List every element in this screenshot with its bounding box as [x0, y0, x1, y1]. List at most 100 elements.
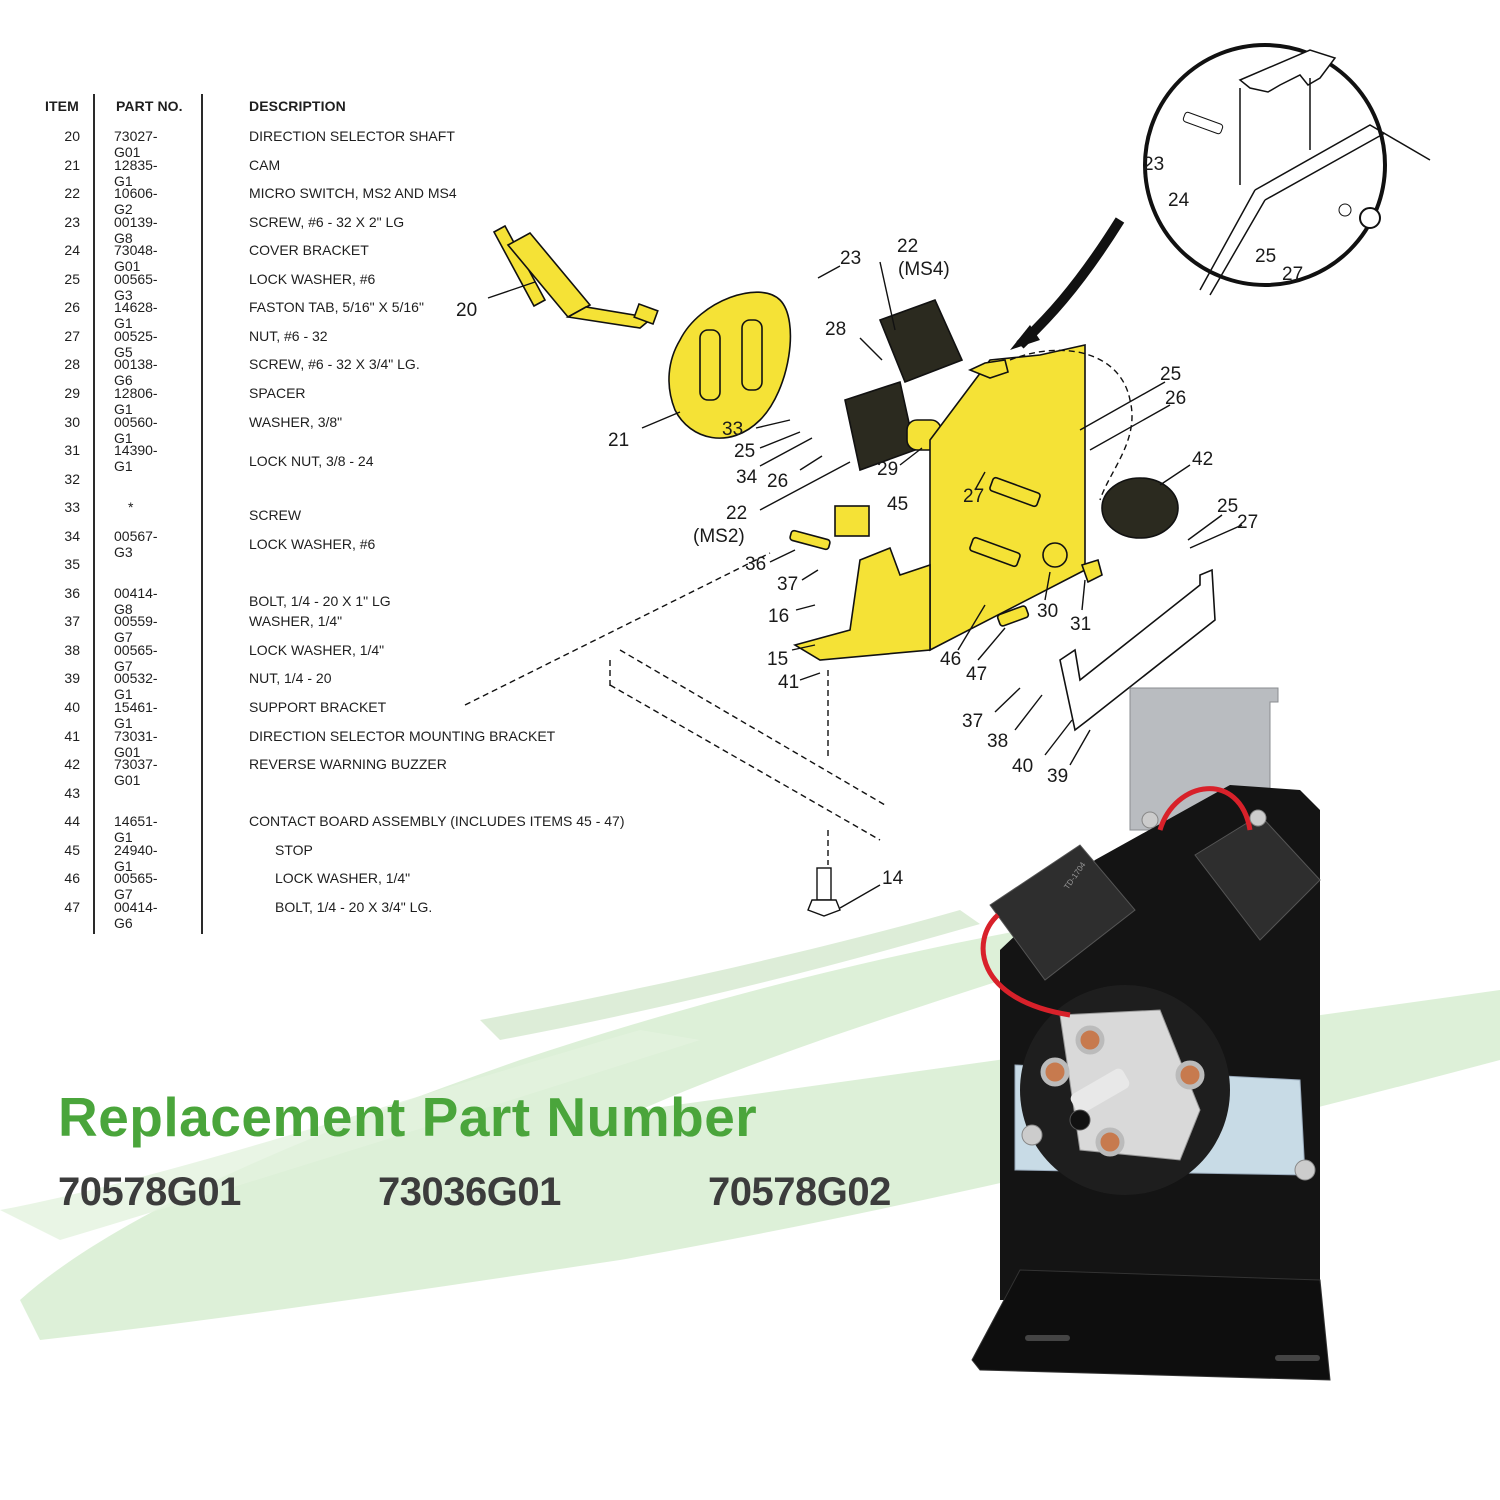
callout-39: 39	[1047, 766, 1068, 787]
item-number: 34	[64, 527, 80, 544]
part-description: WASHER, 1/4"	[249, 613, 343, 630]
item-number: 24	[64, 242, 80, 259]
item-number: 43	[64, 784, 80, 801]
part-number: *	[128, 499, 134, 516]
part-description: COVER BRACKET	[249, 242, 369, 259]
item-number: 35	[64, 556, 80, 573]
part-description: FASTON TAB, 5/16" X 5/16"	[249, 299, 424, 316]
callout-40: 40	[1012, 756, 1033, 777]
part-number: 14628-G1	[114, 299, 158, 332]
part-description: BOLT, 1/4 - 20 X 3/4" LG.	[275, 898, 433, 915]
part-description: LOCK WASHER, #6	[249, 535, 376, 552]
callout-26: 26	[767, 471, 788, 492]
stop-block	[834, 505, 870, 537]
item-number: 31	[64, 442, 80, 459]
callout-27: 27	[1237, 512, 1258, 533]
part-number: 00139-G8	[114, 213, 158, 246]
part-number: 12806-G1	[114, 384, 158, 417]
red-wire	[980, 913, 1071, 1018]
part-number: 14390-G1	[114, 442, 158, 475]
replacement-part-number: 73036G01	[378, 1170, 561, 1214]
part-description: SCREW, #6 - 32 X 2" LG	[249, 213, 405, 230]
item-number: 29	[64, 384, 80, 401]
item-number: 41	[64, 727, 80, 744]
part-number: 73027-G01	[114, 128, 158, 160]
inset-callout-24: 24	[1168, 190, 1190, 211]
selector-shaft	[1070, 1068, 1130, 1114]
part-description: NUT, 1/4 - 20	[249, 670, 332, 687]
mounting-bracket	[792, 546, 931, 661]
part-description: SUPPORT BRACKET	[249, 699, 387, 715]
arrow-icon	[1010, 325, 1040, 350]
bolt-14	[807, 867, 841, 917]
item-number: 46	[64, 870, 80, 887]
item-number: 23	[64, 213, 80, 230]
callout-37: 37	[962, 711, 983, 732]
column-divider	[201, 94, 203, 934]
inset-callout-25: 25	[1255, 246, 1276, 267]
header-description: DESCRIPTION	[249, 98, 346, 114]
column-divider	[93, 94, 95, 934]
item-number: 36	[64, 584, 80, 601]
item-number: 27	[64, 327, 80, 344]
direction-selector-shaft	[492, 224, 659, 329]
micro-switch-ms2	[844, 380, 916, 472]
callout-30: 30	[1037, 601, 1058, 622]
replacement-part-number: 70578G01	[58, 1170, 241, 1214]
part-number: 15461-G1	[114, 699, 158, 731]
item-number: 39	[64, 670, 80, 687]
item-number: 37	[64, 613, 80, 630]
callout-41: 41	[778, 672, 799, 693]
part-number: 73031-G01	[114, 727, 158, 760]
item-number: 22	[64, 185, 80, 202]
part-number: 00565-G3	[114, 270, 158, 303]
frame-dashed-lines	[464, 349, 1133, 865]
callout-47: 47	[966, 664, 987, 685]
callout-42: 42	[1192, 449, 1213, 470]
callout-36: 36	[745, 554, 766, 575]
item-number: 32	[64, 470, 80, 487]
callout-38: 38	[987, 731, 1008, 752]
part-number: 73037-G01	[114, 756, 158, 789]
item-number: 25	[64, 270, 80, 287]
part-description: LOCK WASHER, 1/4"	[275, 870, 411, 887]
part-number: 00414-G8	[114, 584, 158, 617]
replacement-part-number-heading: Replacement Part Number	[58, 1086, 758, 1148]
micro-switch-ms4	[878, 298, 964, 384]
callout-31: 31	[1070, 614, 1091, 635]
callout-15: 15	[767, 649, 788, 670]
callout-25: 25	[1217, 496, 1238, 517]
part-description: BOLT, 1/4 - 20 X 1" LG	[249, 592, 391, 609]
part-number: 00565-G7	[114, 870, 158, 903]
part-description: CONTACT BOARD ASSEMBLY (INCLUDES ITEMS 4…	[249, 813, 625, 830]
header-item: ITEM	[45, 98, 79, 114]
leader-lines	[487, 261, 1243, 909]
inset-callout-27: 27	[1282, 264, 1303, 285]
item-number: 21	[64, 156, 80, 173]
product-photo: TD-1704	[971, 687, 1331, 1381]
support-bracket	[1059, 568, 1216, 732]
callout-22-ms4: 22	[897, 236, 918, 257]
item-number: 42	[64, 756, 80, 773]
callout-45: 45	[887, 494, 908, 515]
part-number: 73048-G01	[114, 242, 158, 275]
callout-20: 20	[456, 300, 477, 321]
callout-46: 46	[940, 649, 961, 670]
red-wire	[1157, 786, 1253, 831]
label-ms4: (MS4)	[898, 259, 950, 280]
part-description: STOP	[275, 841, 313, 858]
part-description: WASHER, 3/8"	[249, 413, 343, 430]
replacement-part-number: 70578G02	[708, 1170, 891, 1214]
header-part-no: PART NO.	[116, 98, 183, 114]
item-number: 33	[64, 499, 80, 516]
part-number: 00414-G6	[114, 898, 158, 931]
item-number: 47	[64, 898, 80, 915]
part-number: 14651-G1	[114, 813, 158, 846]
part-description: REVERSE WARNING BUZZER	[249, 756, 447, 773]
callout-34: 34	[736, 467, 758, 488]
part-description: NUT, #6 - 32	[249, 327, 328, 344]
part-number: 00138-G6	[114, 356, 158, 389]
item-number: 45	[64, 841, 80, 858]
brush-stroke-background	[0, 910, 1500, 1340]
part-description: CAM	[249, 156, 281, 173]
